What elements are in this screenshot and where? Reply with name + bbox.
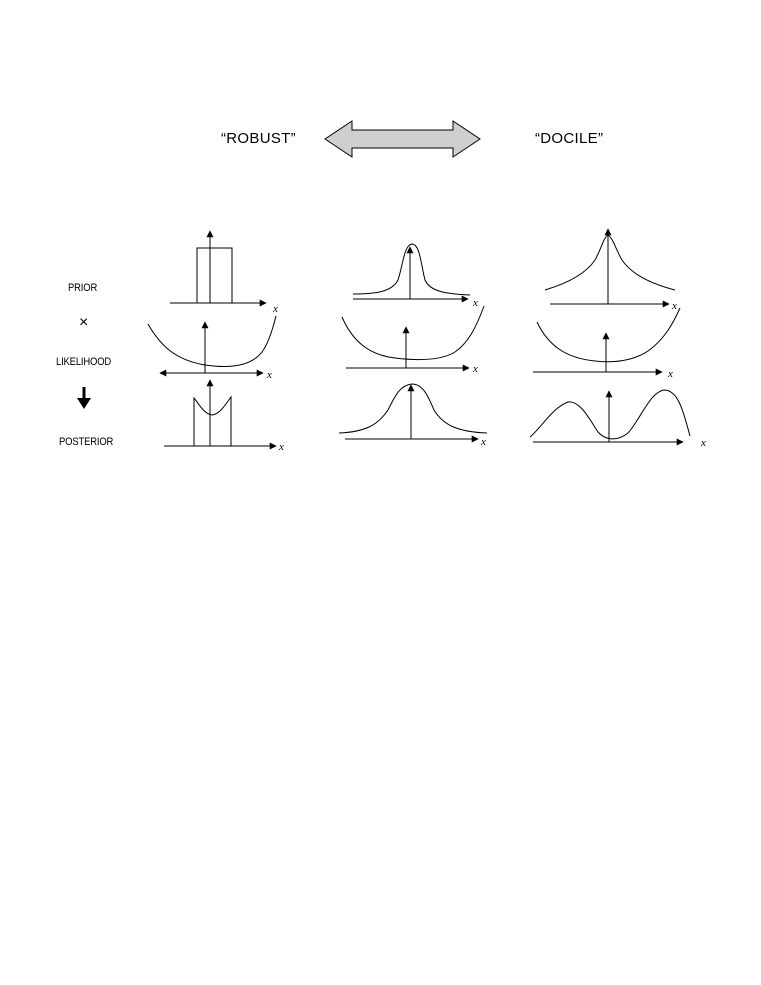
robust-label: “ROBUST” — [221, 130, 296, 147]
prior-label: PRIOR — [68, 282, 98, 294]
middle-likelihood-panel — [341, 305, 485, 372]
middle-prior-panel — [352, 243, 471, 303]
x-axis-label: x — [667, 368, 673, 380]
likelihood-curve — [341, 305, 485, 361]
x-axis-label: x — [671, 300, 677, 312]
peaked-prior-curve — [352, 243, 471, 296]
robust-posterior-panel — [164, 379, 277, 450]
x-axis-label: x — [472, 297, 478, 309]
down-arrow-icon — [77, 387, 91, 409]
uniform-prior-curve — [196, 247, 233, 304]
x-axis-label: x — [700, 437, 706, 449]
x-axis-label: x — [480, 436, 486, 448]
bimodal-posterior-curve — [529, 389, 691, 440]
likelihood-curve — [147, 315, 277, 367]
x-axis-label: x — [266, 369, 272, 381]
posterior-label: POSTERIOR — [59, 436, 114, 448]
truncated-posterior-curve — [193, 395, 232, 446]
docile-likelihood-panel — [533, 307, 681, 376]
likelihood-label: LIKELIHOOD — [56, 356, 112, 368]
likelihood-curve — [536, 307, 681, 363]
docile-label: “DOCILE” — [535, 130, 604, 147]
robust-likelihood-panel — [147, 315, 277, 377]
docile-prior-panel — [544, 228, 676, 308]
heavy-tailed-prior-curve — [544, 234, 676, 291]
posterior-curve — [338, 383, 488, 434]
robust-prior-panel — [170, 230, 267, 307]
docile-posterior-panel — [529, 389, 691, 446]
x-axis-label: x — [272, 303, 278, 315]
x-axis-label: x — [472, 363, 478, 375]
middle-posterior-panel — [338, 383, 488, 443]
times-symbol: × — [79, 314, 89, 331]
x-axis-label: x — [278, 441, 284, 453]
double-arrow-icon — [324, 120, 481, 158]
